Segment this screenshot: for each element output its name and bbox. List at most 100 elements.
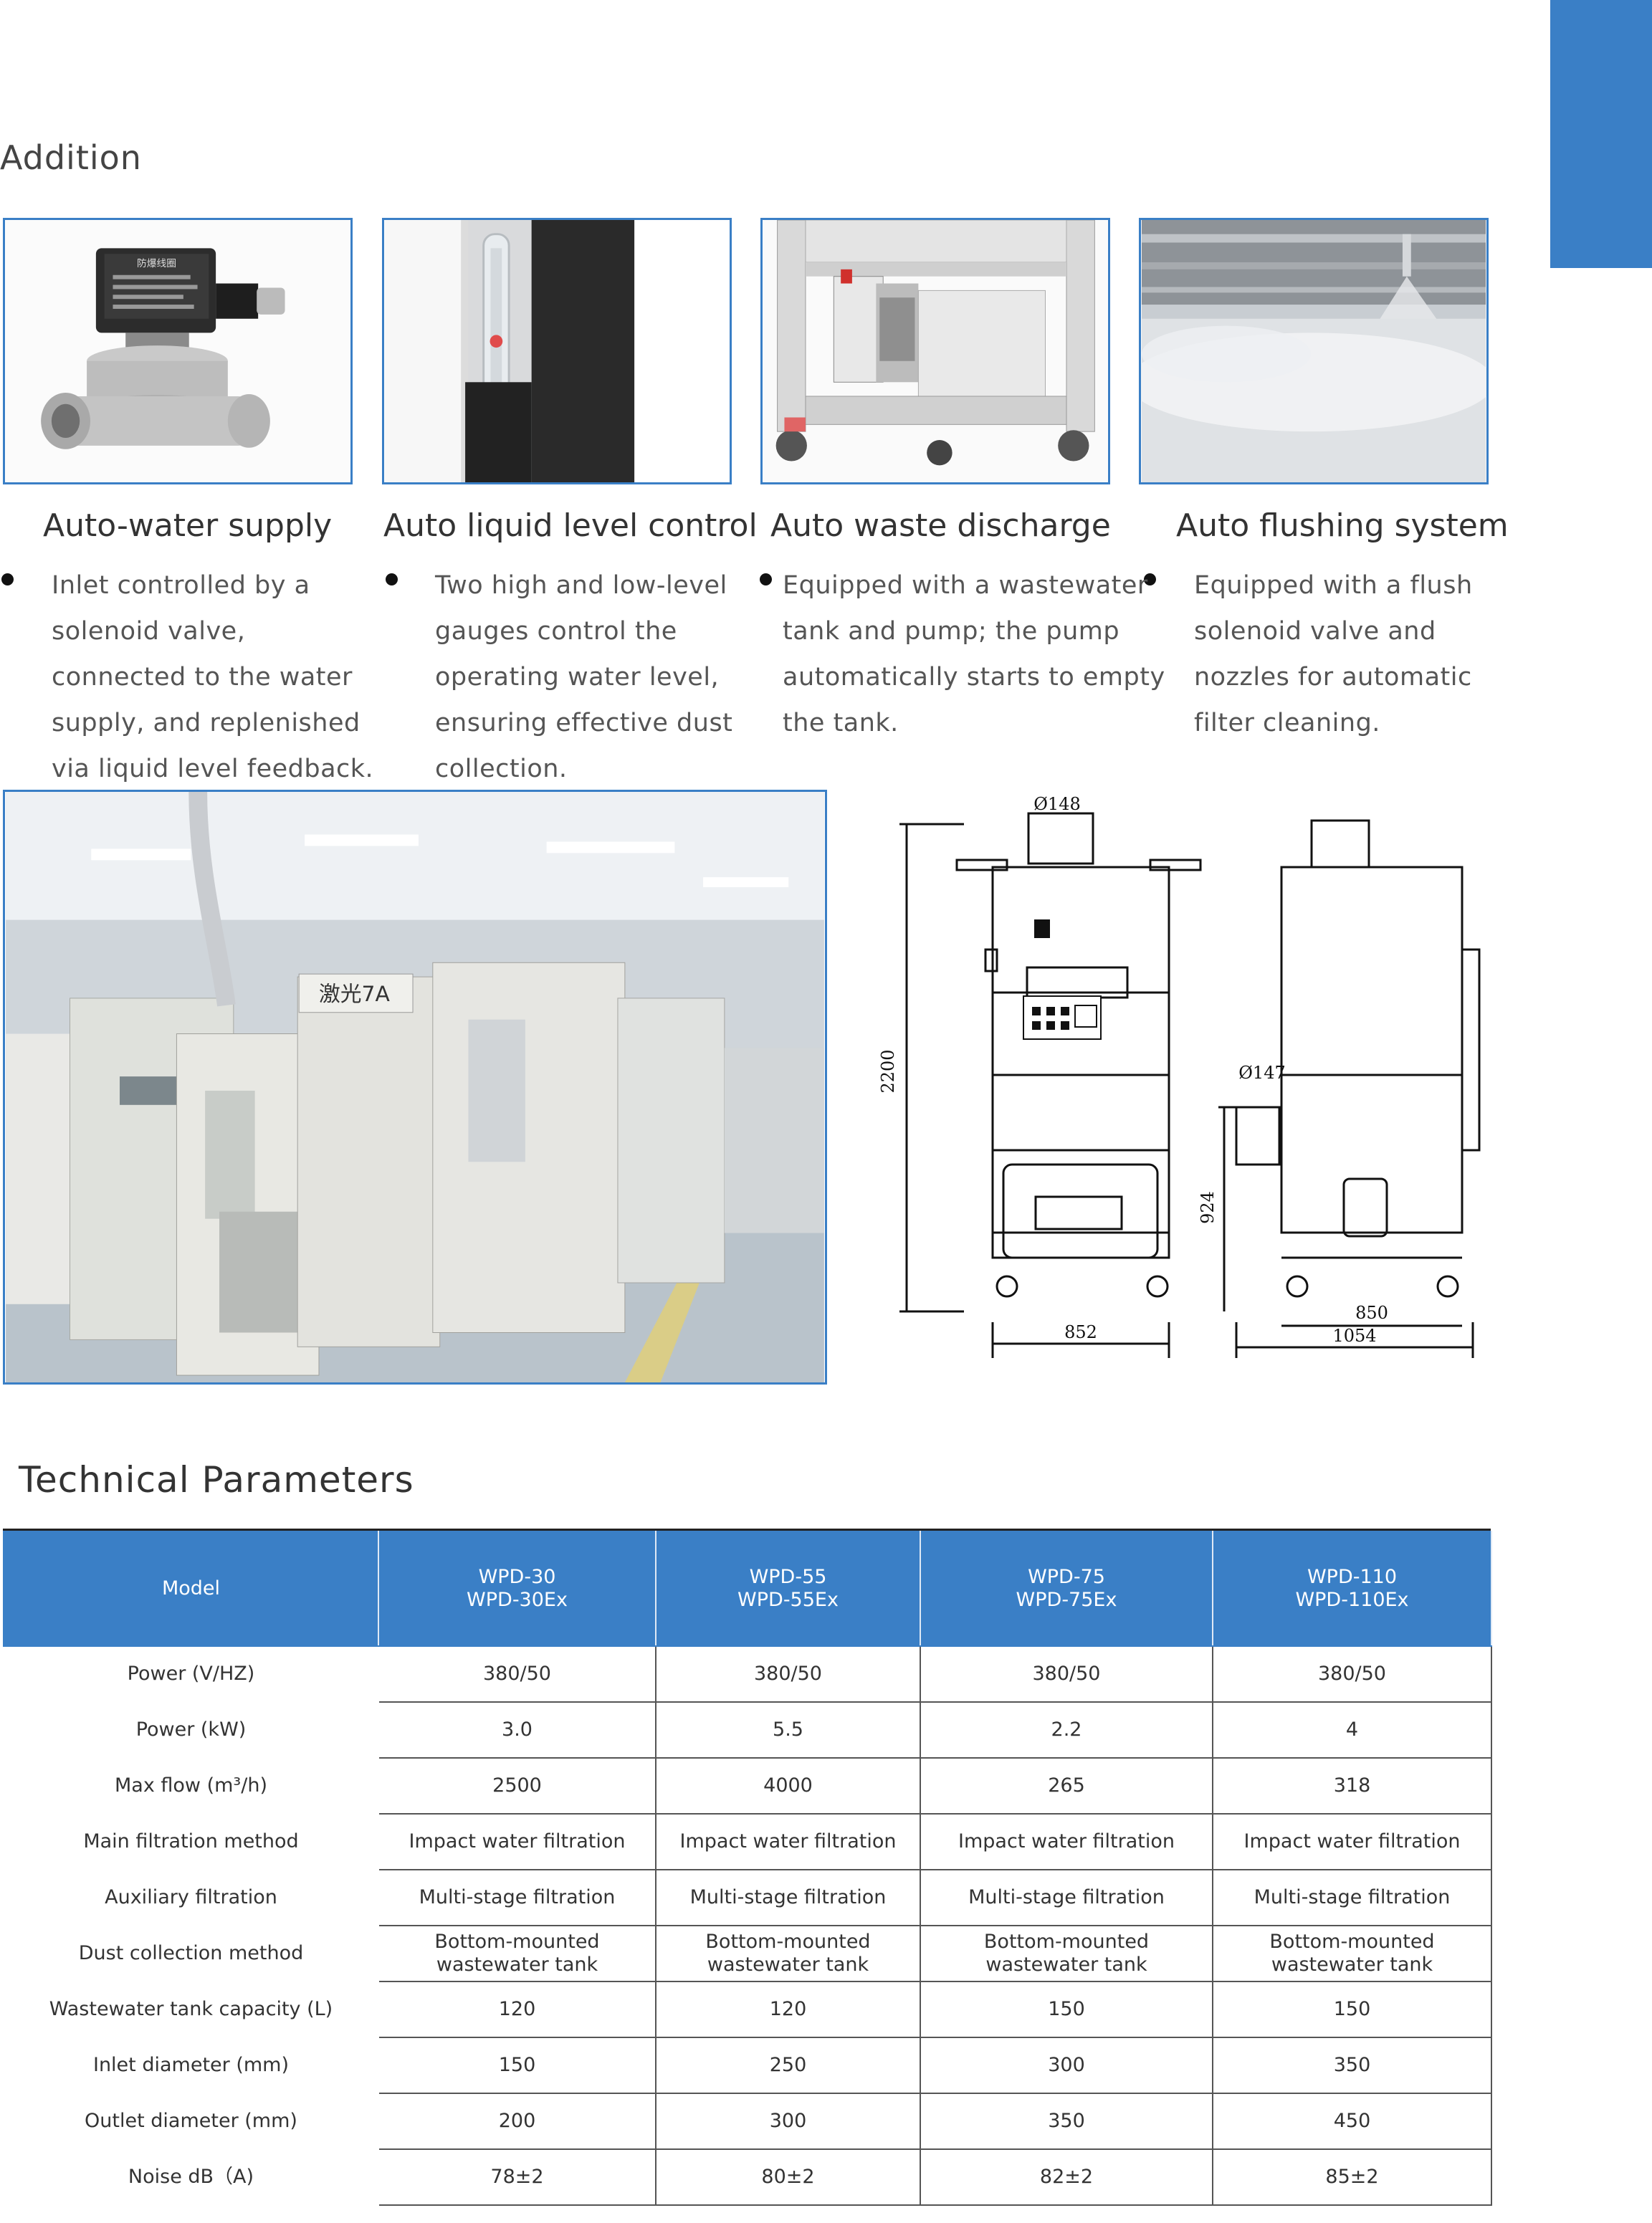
section-title: Addition	[0, 138, 142, 177]
feature-description-flushing: Equipped with a flush solenoid valve and…	[1194, 563, 1473, 746]
description-line: the tank.	[783, 709, 899, 737]
table-cell: Bottom-mounted wastewater tank	[378, 1925, 656, 1982]
table-cell: 2500	[378, 1757, 656, 1815]
table-cell: 200	[378, 2093, 656, 2150]
flushing-system-photo	[1139, 218, 1489, 484]
feature-description-water-supply: Inlet controlled by a solenoid valve, co…	[52, 563, 373, 792]
description-line: operating water level,	[435, 663, 720, 692]
technical-parameters-title: Technical Parameters	[19, 1459, 414, 1501]
table-row: Noise dB（A) 78±2 80±2 82±2 85±2	[3, 2148, 1492, 2206]
table-cell: 2.2	[920, 1701, 1213, 1759]
table-cell: 120	[378, 1981, 656, 2038]
flushing-system-image	[1141, 220, 1486, 482]
level-gauge-image	[384, 220, 730, 482]
table-row: Inlet diameter (mm) 150 250 300 350	[3, 2037, 1492, 2094]
row-label: Power (kW)	[3, 1701, 379, 1759]
dim-side-inlet: Ø147	[1238, 1063, 1285, 1083]
factory-installation-photo: 激光7A	[3, 790, 827, 1385]
table-cell: Impact water filtration	[920, 1813, 1213, 1870]
row-label: Max flow (m³/h)	[3, 1757, 379, 1815]
table-cell: Multi-stage filtration	[655, 1869, 921, 1926]
table-cell: 318	[1212, 1757, 1492, 1815]
table-top-rule	[3, 1529, 1491, 1531]
row-label: Auxiliary filtration	[3, 1869, 379, 1926]
table-cell: 5.5	[655, 1701, 921, 1759]
bullet-dot	[1144, 573, 1156, 585]
table-row: Power (kW) 3.0 5.5 2.2 4	[3, 1701, 1492, 1759]
dim-side-inner: 850	[1355, 1303, 1388, 1323]
table-cell: 85±2	[1212, 2148, 1492, 2206]
table-row: Power (V/HZ) 380/50 380/50 380/50 380/50	[3, 1645, 1492, 1703]
description-line: automatically starts to empty	[783, 663, 1165, 692]
factory-installation-image: 激光7A	[6, 792, 824, 1382]
description-line: tank and pump; the pump	[783, 617, 1120, 646]
row-label: Inlet diameter (mm)	[3, 2037, 379, 2094]
table-cell: 78±2	[378, 2148, 656, 2206]
row-label: Power (V/HZ)	[3, 1645, 379, 1703]
description-line: Equipped with a flush	[1194, 571, 1473, 600]
model-name-ex: WPD-55Ex	[737, 1589, 839, 1611]
table-row: Max flow (m³/h) 2500 4000 265 318	[3, 1757, 1492, 1815]
header-model-label: Model	[3, 1531, 379, 1647]
table-cell: 350	[1212, 2037, 1492, 2094]
model-name: WPD-30	[478, 1566, 556, 1588]
table-cell: 80±2	[655, 2148, 921, 2206]
feature-description-waste-discharge: Equipped with a wastewater tank and pump…	[783, 563, 1165, 746]
row-label: Main filtration method	[3, 1813, 379, 1870]
table-cell: 120	[655, 1981, 921, 2038]
table-cell: Impact water filtration	[655, 1813, 921, 1870]
table-row: Auxiliary filtration Multi-stage filtrat…	[3, 1869, 1492, 1926]
row-label: Outlet diameter (mm)	[3, 2093, 379, 2150]
row-label: Wastewater tank capacity (L)	[3, 1981, 379, 2038]
description-line: via liquid level feedback.	[52, 755, 374, 783]
waste-discharge-photo	[760, 218, 1110, 484]
feature-description-liquid-level: Two high and low-level gauges control th…	[435, 563, 732, 792]
table-cell: 265	[920, 1757, 1213, 1815]
corner-tab	[1550, 0, 1652, 268]
table-row: Main filtration method Impact water filt…	[3, 1813, 1492, 1870]
valve-label: 防爆线圈	[137, 258, 176, 269]
table-cell: 380/50	[920, 1645, 1213, 1703]
solenoid-valve-photo: 防爆线圈	[3, 218, 353, 484]
table-cell: 82±2	[920, 2148, 1213, 2206]
description-line: Equipped with a wastewater	[783, 571, 1148, 600]
feature-title-waste-discharge: Auto waste discharge	[770, 507, 1111, 544]
table-cell: Impact water filtration	[1212, 1813, 1492, 1870]
table-cell: 350	[920, 2093, 1213, 2150]
description-line: filter cleaning.	[1194, 709, 1380, 737]
feature-title-flushing: Auto flushing system	[1176, 507, 1509, 544]
table-row: Dust collection method Bottom-mounted wa…	[3, 1925, 1492, 1982]
table-row: Wastewater tank capacity (L) 120 120 150…	[3, 1981, 1492, 2038]
table-cell: 380/50	[1212, 1645, 1492, 1703]
description-line: solenoid valve and	[1194, 617, 1436, 646]
dim-top-front: Ø148	[1033, 794, 1080, 814]
description-line: gauges control the	[435, 617, 677, 646]
dimension-drawing-svg: Ø148 2200 852 Ø147 924 850 1054	[878, 794, 1481, 1358]
description-line: nozzles for automatic	[1194, 663, 1472, 692]
description-line: Two high and low-level	[435, 571, 727, 600]
table-cell: Multi-stage filtration	[1212, 1869, 1492, 1926]
dim-tank-height: 924	[1198, 1191, 1218, 1224]
description-line: ensuring effective dust	[435, 709, 733, 737]
table-cell: 380/50	[378, 1645, 656, 1703]
table-cell: 150	[920, 1981, 1213, 2038]
table-cell: 300	[655, 2093, 921, 2150]
table-cell: Bottom-mounted wastewater tank	[655, 1925, 921, 1982]
level-gauge-photo	[382, 218, 732, 484]
table-cell: 4000	[655, 1757, 921, 1815]
table-cell: 4	[1212, 1701, 1492, 1759]
bullet-dot	[386, 573, 398, 585]
dimension-drawing: Ø148 2200 852 Ø147 924 850 1054	[878, 792, 1494, 1358]
waste-discharge-image	[763, 220, 1108, 482]
table-cell: Bottom-mounted wastewater tank	[920, 1925, 1213, 1982]
table-row: Outlet diameter (mm) 200 300 350 450	[3, 2093, 1492, 2150]
dim-height: 2200	[878, 1049, 898, 1093]
description-line: Inlet controlled by a	[52, 571, 310, 600]
table-cell: 150	[1212, 1981, 1492, 2038]
description-line: collection.	[435, 755, 568, 783]
